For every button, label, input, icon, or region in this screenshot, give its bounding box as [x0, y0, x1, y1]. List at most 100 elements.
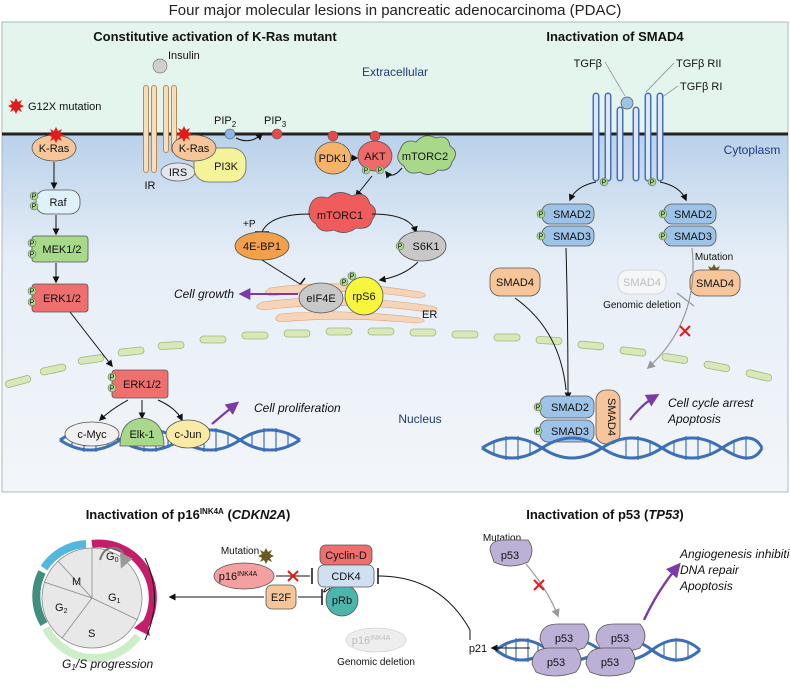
p53-label: p53 [611, 633, 629, 645]
angiogenesis-label: Angiogenesis inhibition [679, 547, 790, 561]
p-badge: P [398, 244, 403, 251]
heading-p16: Inactivation of p16INK4A (CDKN2A) [86, 507, 291, 522]
ir-label: IR [145, 180, 156, 192]
p53-label: p53 [601, 657, 619, 669]
smad4-node: SMAD4 [489, 267, 541, 297]
prb-label: pRb [332, 595, 352, 607]
cell-proliferation-label: Cell proliferation [254, 401, 341, 415]
figure-title: Four major molecular lesions in pancreat… [169, 2, 622, 19]
cdk4-label: CDK4 [331, 571, 360, 583]
akt-node: AKT P P [357, 130, 393, 175]
p16-deleted-node: p16INK4A Genomic deletion [337, 627, 415, 668]
eif4e-label: eIF4E [306, 293, 335, 305]
elk1-label: Elk-1 [129, 429, 154, 441]
rps6-node: rpS6 P P [339, 271, 384, 316]
tgfb-receptor: TGFβ TGFβ RII TGFβ RI P P [574, 58, 723, 187]
smad23-right: SMAD2 SMAD3 P P [658, 203, 717, 247]
p-badge: P [661, 212, 666, 219]
p-badge: P [32, 204, 37, 211]
smad2-label: SMAD2 [674, 209, 712, 221]
p-badge: P [536, 405, 541, 412]
dna-helix-right [481, 436, 764, 460]
heading-p53: Inactivation of p53 (TP53) [526, 507, 684, 522]
heading-kras: Constitutive activation of K-Ras mutant [93, 29, 337, 44]
eif4e-node: eIF4E [298, 282, 344, 314]
erk-nuclear-node: ERK1/2 P P [107, 369, 169, 399]
p53-mutant-label: p53 [501, 550, 519, 562]
smad4-deleted-node: SMAD4 Genomic deletion [603, 269, 681, 311]
nuclear-membrane [5, 327, 773, 388]
er-label: ER [422, 309, 437, 321]
p16-deleted-label: p16INK4A [352, 635, 391, 647]
apoptosis-label-p53: Apoptosis [679, 579, 733, 593]
p-badge: P [30, 300, 35, 307]
kras-membrane-left: K-Ras [31, 127, 77, 162]
p-badge: P [661, 234, 666, 241]
erk-label: ERK1/2 [43, 293, 81, 305]
raf-label: Raf [49, 197, 67, 209]
akt-label: AKT [364, 151, 386, 163]
mutation-star-icon [8, 98, 24, 114]
p-badge: P [536, 429, 541, 436]
pi3k-label: PI3K [214, 161, 239, 173]
cdk4-node: CDK4 [317, 564, 375, 588]
erk-node: ERK1/2 P P [27, 283, 89, 313]
mtorc1-label: mTORC1 [317, 210, 363, 222]
p-badge: P [364, 168, 369, 175]
p-badge: P [30, 289, 35, 296]
p-badge: P [110, 386, 115, 393]
smad4-nuclear-label: SMAD4 [605, 398, 617, 436]
insulin-receptor: Insulin IR [143, 50, 200, 192]
4ebp1-label: 4E-BP1 [243, 241, 281, 253]
p16-mutant-label: p16INK4A [219, 571, 258, 583]
s-label: S [88, 628, 95, 640]
m-label: M [72, 576, 81, 588]
pip-conversion: PIP2 PIP3 [214, 115, 287, 142]
g12x-legend: G12X mutation [8, 98, 101, 114]
pip3-label: PIP3 [264, 115, 287, 129]
s6k1-node: S6K1 P [395, 230, 447, 262]
smad4-mutant-node: Mutation SMAD4 [689, 252, 741, 297]
tgfb-label: TGFβ [574, 58, 602, 70]
mek-label: MEK1/2 [42, 244, 81, 256]
cjun-label: c-Jun [175, 429, 202, 441]
smad3-nuclear-label: SMAD3 [551, 426, 589, 438]
pip2-label: PIP2 [214, 115, 237, 129]
p21-label: p21 [469, 643, 487, 655]
smad2-label: SMAD2 [553, 209, 591, 221]
p-badge: P [110, 375, 115, 382]
g0-label: G0 [106, 551, 119, 564]
cmyc-label: c-Myc [77, 429, 107, 441]
mutation-star-icon [176, 126, 192, 142]
apoptosis-label-smad: Apoptosis [667, 412, 721, 426]
p53-tetramer: p53 p53 p53 p53 [531, 623, 646, 677]
dna-repair-label: DNA repair [680, 563, 740, 577]
pdk1-label: PDK1 [319, 153, 348, 165]
irs-label: IRS [169, 167, 187, 179]
cyclin-d-node: Cyclin-D [319, 544, 373, 566]
block-x-icon [533, 579, 545, 591]
kras-label: K-Ras [179, 143, 210, 155]
e2f-label: E2F [271, 592, 291, 604]
mtorc2-node: mTORC2 [397, 135, 456, 175]
e2f-node: E2F [265, 584, 297, 610]
g2-label: G2 [55, 602, 68, 615]
p-badge: P [342, 280, 347, 287]
p53-mutant-node: Mutation p53 [483, 533, 533, 567]
block-x-icon [679, 325, 691, 337]
smad4-mutant-label: SMAD4 [696, 278, 734, 290]
mek-node: MEK1/2 P P [27, 235, 89, 263]
g12x-label: G12X mutation [28, 101, 101, 113]
p-badge: P [32, 194, 37, 201]
smad4-label: SMAD4 [496, 277, 534, 289]
tgfb-ri-label: TGFβ RI [680, 81, 722, 93]
label-nucleus: Nucleus [398, 412, 441, 426]
erk-nuclear-label: ERK1/2 [123, 379, 161, 391]
p-badge: P [378, 168, 383, 175]
elk1-node: Elk-1 [119, 417, 165, 447]
p16-mutant-node: Mutation p16INK4A [213, 546, 275, 590]
cell-growth-label: Cell growth [174, 287, 234, 301]
mutation-star-icon [48, 127, 64, 143]
